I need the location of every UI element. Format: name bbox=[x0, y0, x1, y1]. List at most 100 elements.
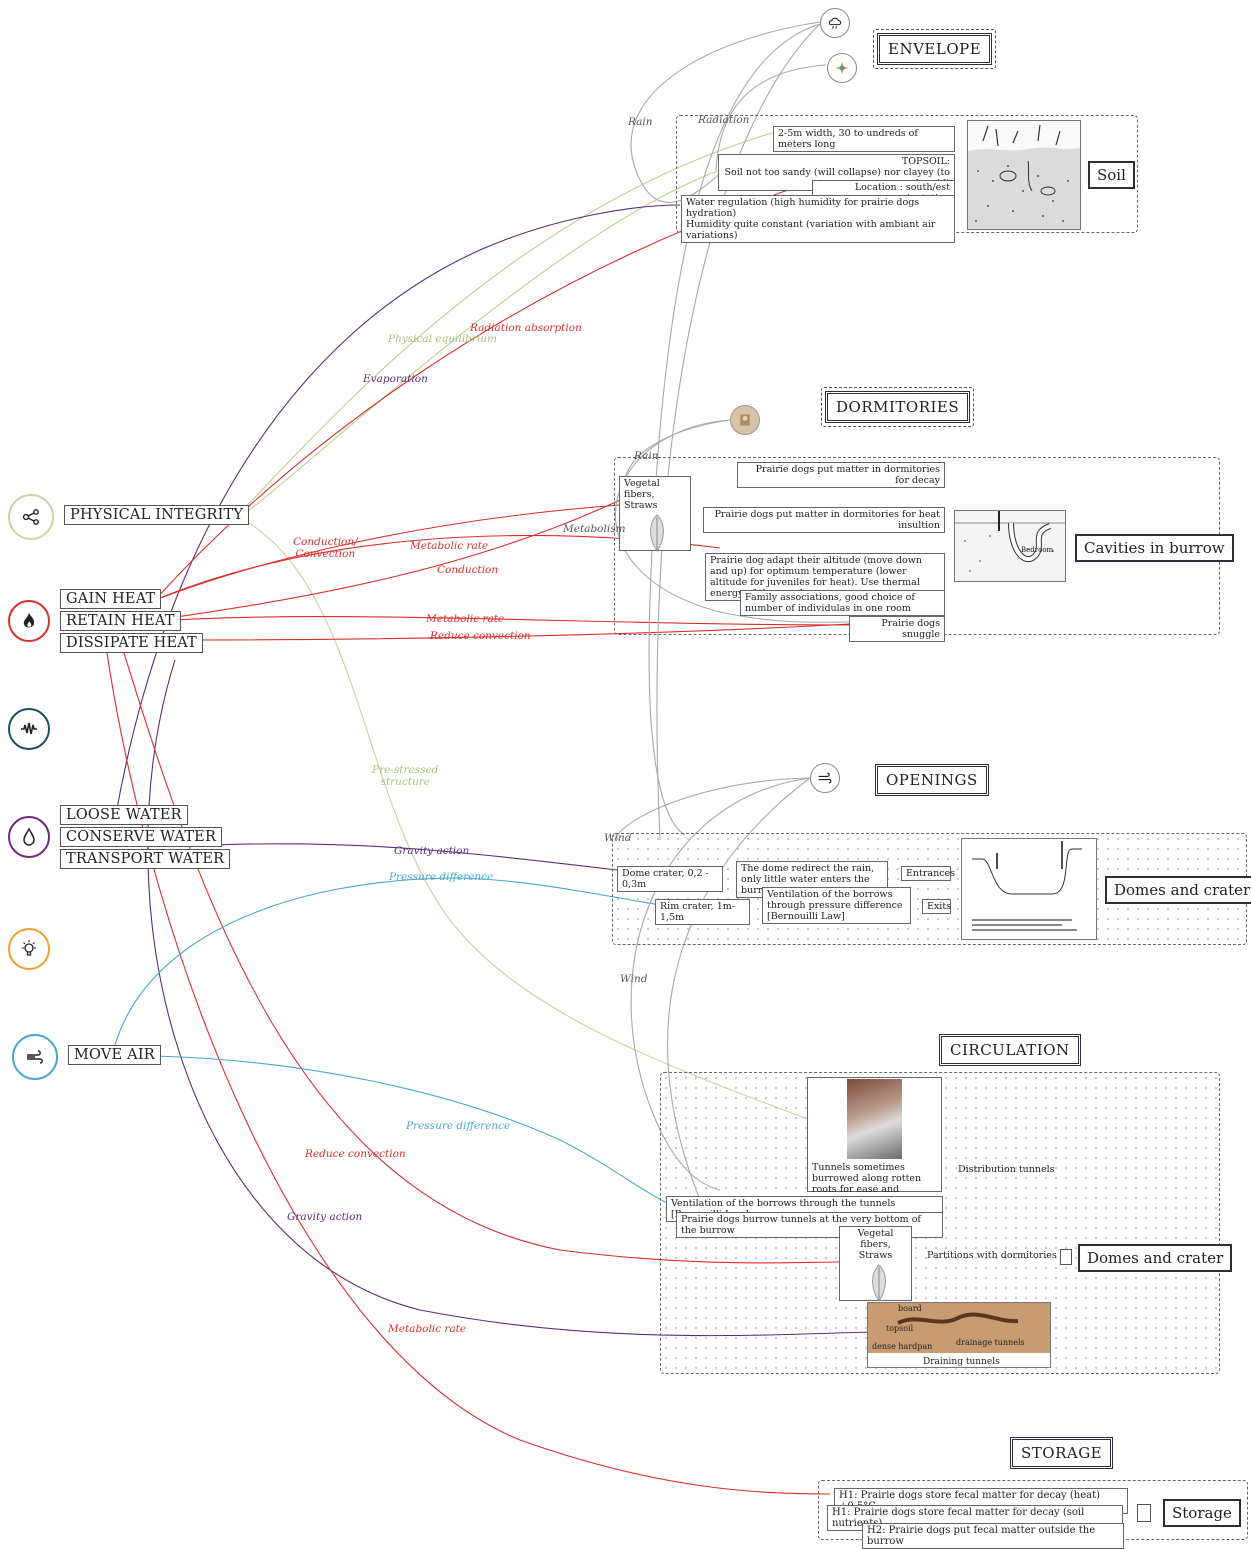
bedroom-illustration: Bedroom bbox=[954, 510, 1066, 582]
link-physical-equilibrium bbox=[236, 127, 791, 517]
feather-icon bbox=[650, 514, 664, 552]
link-conduction bbox=[154, 499, 621, 621]
envelope-water-node[interactable]: Water regulation (high humidity for prai… bbox=[681, 195, 955, 243]
collapse-toggle-storage[interactable] bbox=[1137, 1504, 1151, 1522]
label-reduce-convection-2: Reduce convection bbox=[305, 1148, 406, 1160]
drainage-illustration: board topsoil dense hardpan drainage tun… bbox=[867, 1302, 1051, 1368]
dormitory-decay-node[interactable]: Prairie dogs put matter in dormitories f… bbox=[737, 462, 945, 488]
dormitory-photo-icon[interactable] bbox=[730, 405, 760, 435]
feather-icon-2 bbox=[872, 1264, 886, 1302]
openings-main-domes[interactable]: Domes and crater bbox=[1105, 876, 1251, 904]
dormitory-fibers-node[interactable]: Vegetal fibers, Straws bbox=[619, 476, 691, 552]
circulation-partitions[interactable]: Partitions with dormitories bbox=[927, 1250, 1057, 1261]
rain-cloud-icon[interactable] bbox=[820, 8, 850, 38]
crater-diagram bbox=[961, 838, 1097, 940]
link-rain-long-2 bbox=[656, 23, 821, 841]
soil-illustration bbox=[967, 120, 1081, 230]
img-topsoil-label: topsoil bbox=[886, 1324, 914, 1333]
network-icon[interactable] bbox=[8, 494, 54, 540]
dormitories-title-wrap: DORMITORIES bbox=[821, 387, 975, 427]
openings-dome-node[interactable]: Dome crater, 0,2 - 0,3m bbox=[617, 866, 723, 892]
envelope-title[interactable]: ENVELOPE bbox=[877, 33, 993, 65]
openings-entrances-node[interactable]: Entrances bbox=[901, 866, 955, 881]
storage-main[interactable]: Storage bbox=[1163, 1499, 1241, 1527]
bedroom-label: Bedroom bbox=[1021, 546, 1054, 554]
link-gravity-1 bbox=[214, 843, 618, 871]
lightbulb-icon[interactable] bbox=[8, 928, 50, 970]
link-physical-equilibrium-2 bbox=[236, 169, 721, 521]
label-evaporation: Evaporation bbox=[363, 373, 428, 385]
fn-dissipate-heat[interactable]: DISSIPATE HEAT bbox=[60, 633, 204, 653]
dormitory-insulation-node[interactable]: Prairie dogs put matter in dormitories f… bbox=[703, 507, 945, 533]
label-rain-dormitories: Rain bbox=[634, 450, 659, 462]
openings-title-wrap: OPENINGS bbox=[872, 761, 992, 799]
envelope-width-node[interactable]: 2-5m width, 30 to undreds of meters long bbox=[773, 126, 955, 152]
fn-transport-water[interactable]: TRANSPORT WATER bbox=[60, 849, 231, 869]
dormitories-title[interactable]: DORMITORIES bbox=[825, 391, 971, 423]
dormitory-fibers-text: Vegetal fibers, Straws bbox=[624, 478, 660, 511]
label-pressure-difference-1: Pressure difference bbox=[389, 871, 494, 883]
openings-exits-node[interactable]: Exits bbox=[922, 899, 951, 914]
wind-openings-icon[interactable] bbox=[810, 763, 840, 793]
envelope-topsoil-title: TOPSOIL: bbox=[901, 156, 950, 167]
storage-title[interactable]: STORAGE bbox=[1010, 1437, 1114, 1469]
label-physical-equilibrium: Physical equilibrium bbox=[388, 333, 497, 345]
label-reduce-convection-1: Reduce convection bbox=[430, 630, 531, 642]
envelope-main-soil[interactable]: Soil bbox=[1088, 161, 1135, 189]
circulation-distribution[interactable]: Distribution tunnels bbox=[958, 1164, 1055, 1175]
circulation-fibers-text: Vegetal fibers, Straws bbox=[857, 1228, 894, 1261]
storage-title-wrap: STORAGE bbox=[1007, 1434, 1116, 1472]
storage-h2-node[interactable]: H2: Prairie dogs put fecal matter outsid… bbox=[862, 1523, 1124, 1549]
openings-title[interactable]: OPENINGS bbox=[875, 764, 989, 796]
circulation-main-domes[interactable]: Domes and crater bbox=[1078, 1244, 1233, 1272]
circulation-draining: Draining tunnels bbox=[923, 1357, 1000, 1367]
flame-icon[interactable] bbox=[8, 600, 50, 642]
fn-retain-heat[interactable]: RETAIN HEAT bbox=[60, 611, 181, 631]
label-metabolism: Metabolism bbox=[563, 523, 626, 535]
label-wind-2: Wind bbox=[620, 973, 648, 985]
label-metabolic-rate-3: Metabolic rate bbox=[388, 1323, 467, 1335]
openings-ventilation-node[interactable]: Ventilation of the borrows through press… bbox=[762, 887, 911, 924]
link-rain-long bbox=[648, 23, 821, 836]
envelope-water-2: Humidity quite constant (variation with … bbox=[686, 219, 936, 241]
circulation-fibers-node[interactable]: Vegetal fibers, Straws bbox=[839, 1226, 912, 1302]
label-radiation-absorption: Radiation absorption bbox=[470, 322, 582, 334]
link-reduce-convection-1 bbox=[189, 623, 851, 641]
label-pre-stressed: Pre-stressed structure bbox=[372, 764, 439, 788]
fn-loose-water[interactable]: LOOSE WATER bbox=[60, 805, 188, 825]
label-pressure-difference-2: Pressure difference bbox=[406, 1120, 511, 1132]
openings-rim-node[interactable]: Rim crater, 1m-1,5m bbox=[655, 899, 750, 925]
label-metabolic-rate-2: Metabolic rate bbox=[426, 613, 505, 625]
label-conduction-convection: Conduction/ Convection bbox=[293, 536, 358, 560]
link-pressure-difference-2 bbox=[154, 1055, 668, 1204]
link-pre-stressed bbox=[236, 515, 806, 1119]
dormitory-snuggle-node[interactable]: Prairie dogs snuggle bbox=[849, 616, 945, 642]
fn-conserve-water[interactable]: CONSERVE WATER bbox=[60, 827, 223, 847]
water-drop-icon[interactable] bbox=[8, 816, 50, 858]
link-dorm-snuggle bbox=[614, 419, 851, 623]
circulation-bottom-node[interactable]: Prairie dogs burrow tunnels at the very … bbox=[676, 1212, 943, 1238]
link-pressure-difference-1 bbox=[114, 877, 661, 1046]
circulation-roots-node[interactable]: Tunnels sometimes burrowed along rotten … bbox=[807, 1077, 942, 1206]
tooth-strain-icon[interactable] bbox=[8, 708, 50, 750]
circulation-title[interactable]: CIRCULATION bbox=[939, 1034, 1081, 1066]
envelope-title-wrap: ENVELOPE bbox=[873, 29, 997, 69]
envelope-water-1: Water regulation (high humidity for prai… bbox=[686, 197, 920, 219]
radiation-sun-icon[interactable] bbox=[827, 53, 857, 83]
circulation-title-wrap: CIRCULATION bbox=[936, 1031, 1084, 1069]
label-gravity-action-1: Gravity action bbox=[394, 845, 470, 857]
label-radiation-envelope: Radiation bbox=[698, 114, 750, 126]
dormitory-family-node[interactable]: Family associations, good choice of numb… bbox=[740, 590, 945, 616]
link-metabolic-rate-3 bbox=[104, 639, 831, 1495]
label-conduction: Conduction bbox=[437, 564, 499, 576]
wind-icon[interactable] bbox=[12, 1034, 58, 1080]
collapse-toggle-circulation[interactable] bbox=[1060, 1249, 1072, 1265]
dormitories-main-cavities[interactable]: Cavities in burrow bbox=[1075, 534, 1234, 562]
link-radiation-envelope bbox=[715, 64, 827, 171]
fn-move-air[interactable]: MOVE AIR bbox=[68, 1045, 161, 1065]
link-conduction-convection bbox=[154, 504, 621, 601]
fn-physical-integrity[interactable]: PHYSICAL INTEGRITY bbox=[64, 505, 250, 525]
img-board-label: board bbox=[898, 1304, 922, 1313]
roots-photo bbox=[847, 1079, 902, 1159]
fn-gain-heat[interactable]: GAIN HEAT bbox=[60, 589, 162, 609]
